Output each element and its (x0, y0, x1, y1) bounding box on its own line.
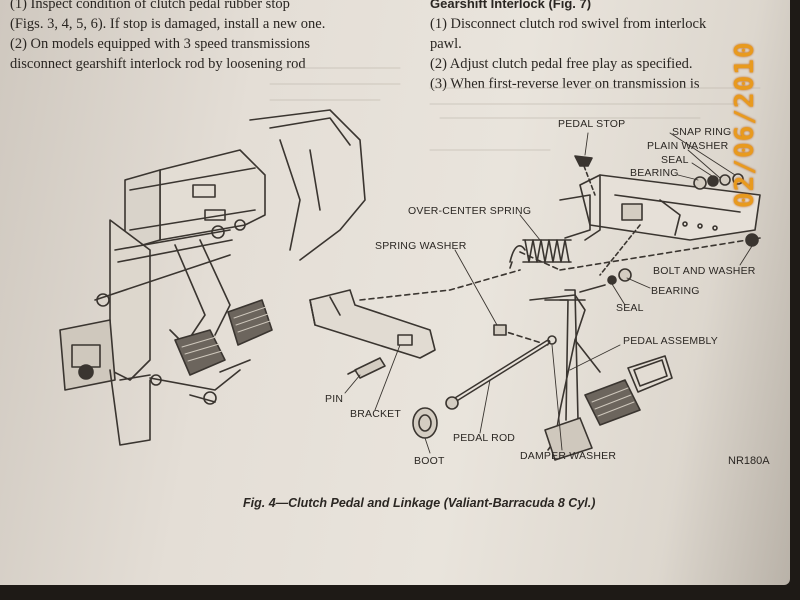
date-stamp: 02/06/2010 (730, 41, 760, 208)
label-pedal-rod: PEDAL ROD (453, 432, 516, 444)
label-bearing-top: BEARING (630, 167, 679, 179)
label-damper-washer: DAMPER WASHER (520, 450, 617, 462)
label-over-center-spring: OVER-CENTER SPRING (408, 205, 532, 217)
label-snap-ring: SNAP RING (672, 126, 732, 138)
label-boot: BOOT (414, 455, 445, 467)
figure-code: NR180A (728, 455, 770, 467)
section-heading: Gearshift Interlock (Fig. 7) (430, 0, 592, 11)
figure-caption: Fig. 4—Clutch Pedal and Linkage (Valiant… (243, 496, 596, 510)
label-bracket: BRACKET (350, 408, 401, 420)
label-pedal-assembly: PEDAL ASSEMBLY (623, 335, 719, 347)
manual-page: (1) Inspect condition of clutch pedal ru… (0, 0, 790, 585)
label-pin: PIN (325, 393, 344, 405)
right-line-1: (1) Disconnect clutch rod swivel from in… (430, 16, 707, 32)
label-plain-washer: PLAIN WASHER (647, 140, 729, 152)
left-line-4: disconnect gearshift interlock rod by lo… (10, 56, 306, 72)
right-line-2: pawl. (430, 36, 462, 52)
left-line-2: (Figs. 3, 4, 5, 6). If stop is damaged, … (10, 16, 326, 32)
left-line-3: (2) On models equipped with 3 speed tran… (10, 36, 311, 52)
label-spring-washer: SPRING WASHER (375, 240, 467, 252)
left-text-column: (1) Inspect condition of clutch pedal ru… (10, 0, 400, 74)
label-seal-mid: SEAL (616, 302, 644, 314)
right-line-3: (2) Adjust clutch pedal free play as spe… (430, 56, 693, 72)
label-pedal-stop: PEDAL STOP (558, 118, 626, 130)
left-line-1: (1) Inspect condition of clutch pedal ru… (10, 0, 290, 12)
label-seal-top: SEAL (661, 154, 689, 166)
label-bolt-and-washer: BOLT AND WASHER (653, 265, 756, 277)
label-bearing-mid: BEARING (651, 285, 700, 297)
clutch-linkage-diagram (59, 67, 761, 461)
